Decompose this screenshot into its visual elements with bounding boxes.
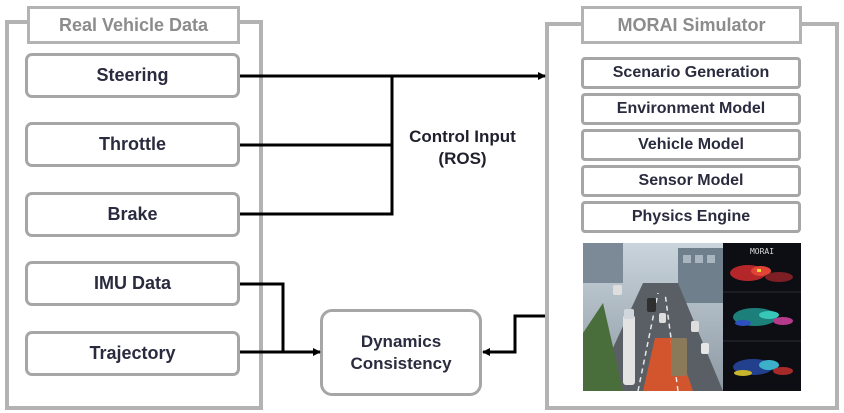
environment-model-box: Environment Model — [581, 93, 801, 125]
throttle-box: Throttle — [25, 122, 240, 167]
brake-connector — [240, 76, 394, 216]
morai-simulator-title: MORAI Simulator — [581, 6, 802, 44]
simulator-screenshot-image: MORAI — [583, 243, 801, 391]
control-input-line2: (ROS) — [438, 149, 487, 168]
morai-logo-text: MORAI — [750, 247, 774, 256]
dynamics-consistency-box: Dynamics Consistency — [320, 309, 482, 396]
dynamics-label-line2: Consistency — [350, 353, 452, 373]
sensor-model-box: Sensor Model — [581, 165, 801, 197]
real-vehicle-data-title: Real Vehicle Data — [27, 6, 240, 44]
simulator-to-dynamics-arrow — [482, 314, 545, 356]
steering-box: Steering — [25, 53, 240, 98]
vehicle-model-box: Vehicle Model — [581, 129, 801, 161]
dynamics-label-line1: Dynamics — [360, 331, 442, 351]
imu-data-box: IMU Data — [25, 261, 240, 306]
scenario-generation-box: Scenario Generation — [581, 57, 801, 89]
trajectory-box: Trajectory — [25, 331, 240, 376]
physics-engine-box: Physics Engine — [581, 201, 801, 233]
brake-box: Brake — [25, 192, 240, 237]
control-input-label: Control Input (ROS) — [395, 126, 530, 170]
control-input-line1: Control Input — [409, 127, 516, 146]
imu-connector — [240, 282, 285, 352]
